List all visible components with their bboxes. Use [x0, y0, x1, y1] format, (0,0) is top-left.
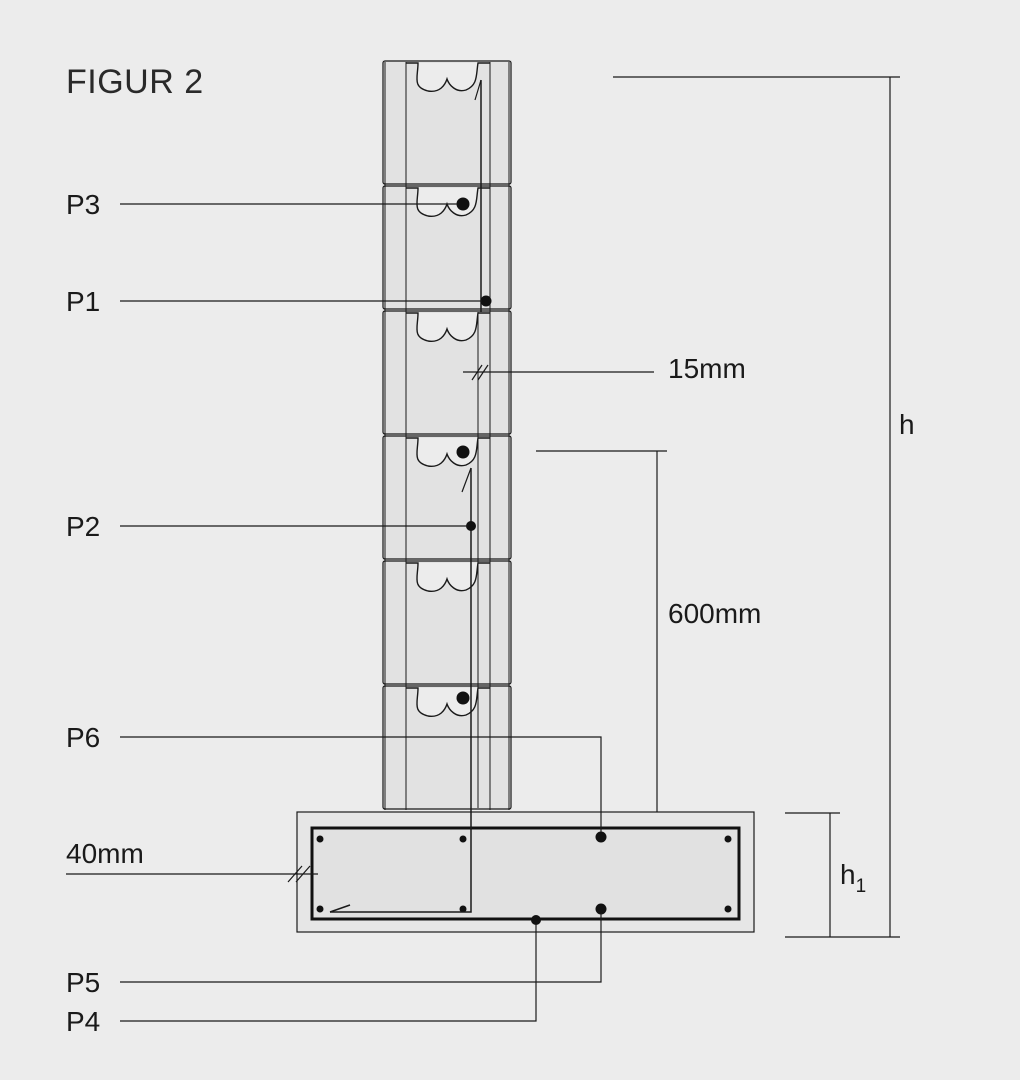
rebar-hook	[461, 467, 472, 493]
label-height-total: h	[899, 409, 915, 440]
label-h1-base: h	[840, 859, 856, 890]
rebar-p5	[595, 903, 607, 915]
rebar-small	[459, 835, 467, 843]
label-p2: P2	[66, 511, 100, 542]
foundation-reinforcement-cage	[310, 826, 741, 921]
wall-block	[382, 185, 512, 310]
rebar-small	[316, 905, 324, 913]
rebar-small	[316, 835, 324, 843]
rebar-starter	[330, 468, 472, 913]
block-notch	[406, 312, 490, 343]
label-p6: P6	[66, 722, 100, 753]
label-p5: P5	[66, 967, 100, 998]
label-h1-subscript: 1	[856, 876, 867, 897]
rebar-hook	[329, 904, 351, 913]
leader-lines	[66, 203, 654, 1022]
block-stack	[382, 60, 512, 810]
wall-block	[382, 435, 512, 560]
leader-p5	[120, 913, 602, 983]
block-wall	[329, 60, 512, 913]
label-p3: P3	[66, 189, 100, 220]
foundation	[296, 811, 755, 933]
block-notches	[406, 62, 490, 718]
wall-block	[382, 60, 512, 185]
rebar-p3	[456, 197, 470, 211]
dimension-lines	[536, 76, 900, 938]
rebar-small	[724, 905, 732, 913]
label-height-foundation: h1	[840, 859, 866, 897]
leader-p4	[120, 924, 537, 1022]
block-notch	[406, 437, 490, 468]
block-notch	[406, 62, 490, 93]
wall-block	[382, 560, 512, 685]
block-notch	[406, 562, 490, 593]
rebar-horizontal	[456, 445, 470, 459]
rebar-p4	[531, 915, 541, 925]
rebar-p2	[466, 521, 476, 531]
label-cover-foundation: 40mm	[66, 838, 144, 869]
rebar-small	[724, 835, 732, 843]
rebar-hook	[474, 79, 482, 101]
label-height-600: 600mm	[668, 598, 761, 629]
rebar-p1	[480, 295, 492, 307]
leader-p6	[120, 736, 602, 832]
cover-ticks	[287, 364, 489, 883]
label-p1: P1	[66, 286, 100, 317]
rebar-p6	[595, 831, 607, 843]
block-notch	[406, 687, 490, 718]
rebar-small	[459, 905, 467, 913]
label-p4: P4	[66, 1006, 100, 1037]
figure-title: FIGUR 2	[66, 63, 204, 101]
label-cover-wall: 15mm	[668, 353, 746, 384]
wall-block	[382, 685, 512, 810]
rebar-horizontal	[456, 691, 470, 705]
